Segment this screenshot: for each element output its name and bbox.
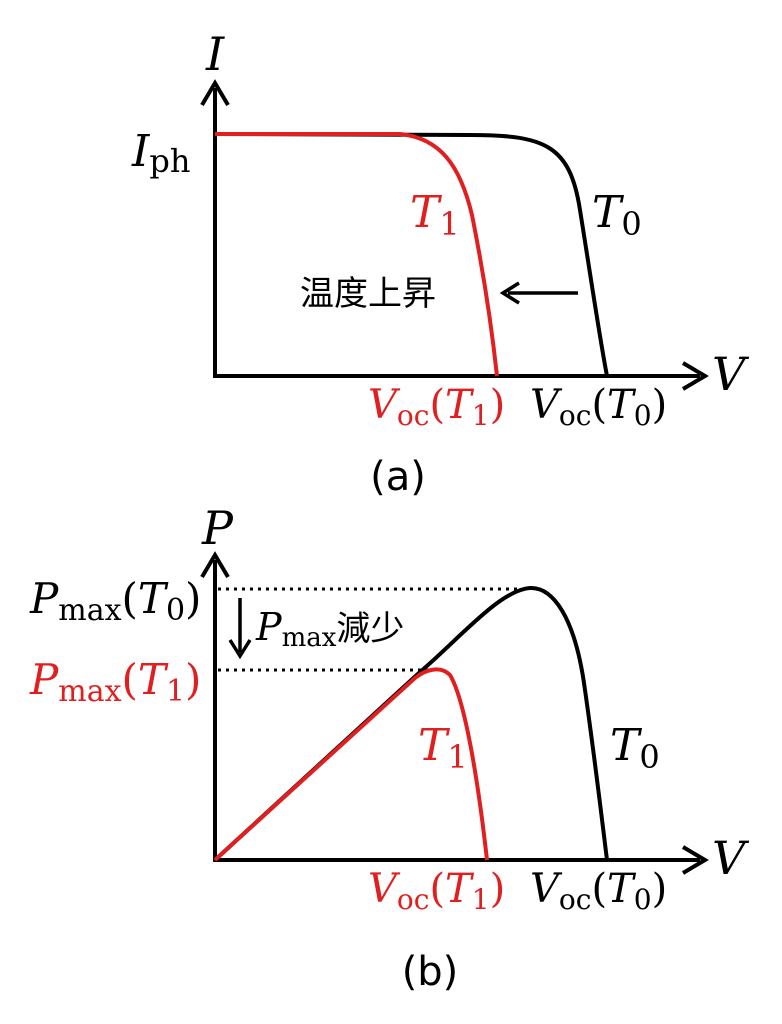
a-x-axis-arrowhead bbox=[681, 361, 709, 391]
panel-b: P V Pmax(T0) Pmax(T1) Pmax減少 T1 T0 Voc(T… bbox=[29, 501, 750, 995]
a-annotation-temperature-rise: 温度上昇 bbox=[300, 274, 436, 314]
b-voc-t1-label: Voc(T1) bbox=[368, 866, 505, 916]
a-x-axis-label: V bbox=[712, 347, 750, 401]
a-curve-t1-label: T1 bbox=[410, 187, 460, 243]
b-annotation-pmax-decrease: Pmax減少 bbox=[255, 605, 404, 653]
a-caption: (a) bbox=[370, 454, 426, 500]
b-voc-t0-label: Voc(T0) bbox=[530, 866, 667, 916]
b-curve-t1 bbox=[213, 667, 489, 862]
b-y-axis-label: P bbox=[201, 501, 234, 555]
b-pmax-t0-label: Pmax(T0) bbox=[29, 574, 201, 628]
b-decrease-arrowhead bbox=[228, 639, 252, 660]
a-curve-t0-label: T0 bbox=[592, 187, 642, 243]
a-y-axis-label: I bbox=[205, 27, 225, 81]
b-curve-t0-label: T0 bbox=[610, 720, 660, 776]
b-x-axis-label: V bbox=[712, 831, 750, 885]
a-voc-t1-label: Voc(T1) bbox=[368, 382, 505, 432]
b-caption: (b) bbox=[402, 949, 459, 995]
b-curve-t0 bbox=[213, 585, 609, 862]
a-shift-arrowhead bbox=[499, 281, 520, 305]
a-curve-t0 bbox=[214, 132, 609, 377]
a-iph-label: Iph bbox=[131, 126, 190, 180]
b-y-axis-arrowhead bbox=[200, 551, 230, 579]
b-curve-t1-label: T1 bbox=[418, 720, 468, 776]
b-pmax-t1-label: Pmax(T1) bbox=[29, 655, 201, 709]
panel-a: I V Iph T1 T0 温度上昇 Voc(T1) Voc(T0) (a) bbox=[131, 27, 750, 500]
a-voc-t0-label: Voc(T0) bbox=[530, 382, 667, 432]
a-y-axis-arrowhead bbox=[200, 79, 230, 107]
a-curve-t1 bbox=[215, 132, 499, 377]
b-x-axis-arrowhead bbox=[681, 845, 709, 875]
